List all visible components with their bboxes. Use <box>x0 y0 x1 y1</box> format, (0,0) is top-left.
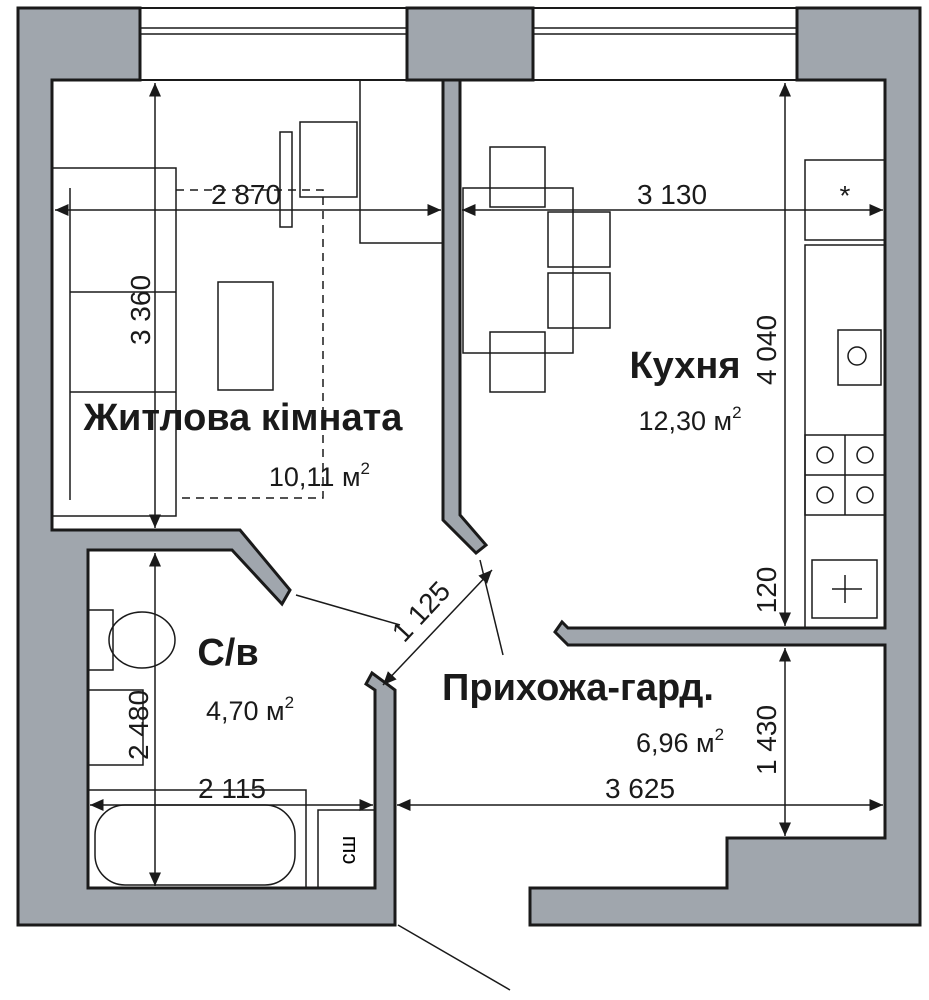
rug-outline <box>176 189 324 499</box>
wall-left <box>16 6 397 927</box>
toilet-tank <box>87 609 114 671</box>
wall-pillar-middle <box>405 6 535 82</box>
wall-partition-living-kitchen <box>441 78 489 556</box>
sofa <box>51 167 177 517</box>
dim-kitchen-extra: 120 <box>751 567 782 614</box>
dim-living-width: 2 870 <box>211 179 281 210</box>
dim-kitchen-length: 4 040 <box>751 315 782 385</box>
windows <box>139 7 798 81</box>
dining-table <box>462 187 574 354</box>
dim-bath-length: 2 480 <box>123 690 154 760</box>
dim-hall-length: 1 430 <box>751 705 782 775</box>
room-name-hall: Прихожа-гард. <box>442 667 714 709</box>
chair <box>279 131 293 228</box>
dim-living-length: 3 360 <box>125 275 156 345</box>
room-name-bathroom: С/в <box>197 632 258 674</box>
coffee-table <box>217 281 274 391</box>
room-name-kitchen: Кухня <box>629 345 740 387</box>
room-area-living: 10,11 м2 <box>269 459 370 492</box>
sink <box>837 329 882 386</box>
toilet-bowl <box>108 611 176 669</box>
room-area-bathroom: 4,70 м2 <box>206 693 294 726</box>
door-line-bath <box>295 594 401 626</box>
room-area-kitchen: 12,30 м2 <box>638 403 741 436</box>
door-line-entrance <box>397 924 511 991</box>
walls <box>16 6 922 927</box>
living-furniture <box>51 79 444 517</box>
oven <box>811 559 878 619</box>
dim-bath-width: 2 115 <box>198 773 266 804</box>
dim-door-width: 1 125 <box>386 575 456 647</box>
kitchen-furniture: * <box>462 146 886 629</box>
bathtub <box>94 804 296 886</box>
shower-label: сш <box>335 836 360 865</box>
dim-kitchen-width: 3 130 <box>637 179 707 210</box>
wall-right <box>528 6 922 927</box>
room-name-living: Житлова кімната <box>83 397 404 439</box>
room-area-hall: 6,96 м2 <box>636 725 724 758</box>
chair-top <box>489 146 546 208</box>
wardrobe <box>359 79 444 244</box>
fridge <box>804 159 886 241</box>
chair-bottom <box>489 331 546 393</box>
dimension-lines <box>55 83 883 886</box>
desk <box>299 121 358 198</box>
door-line-kitchen <box>479 559 504 656</box>
chair-right-2 <box>547 272 611 329</box>
asterisk-mark: * <box>840 180 851 211</box>
washbasin <box>87 689 144 766</box>
dim-hall-width: 3 625 <box>605 773 675 804</box>
chair-right-1 <box>547 211 611 268</box>
